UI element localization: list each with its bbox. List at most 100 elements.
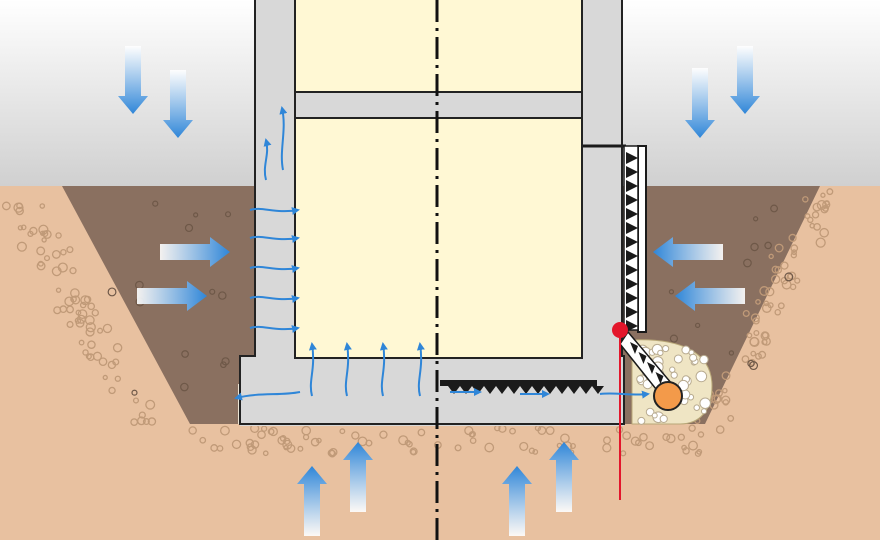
wall-left bbox=[255, 0, 295, 360]
gravel-stone bbox=[39, 203, 46, 209]
gravel-stone bbox=[622, 431, 632, 441]
membrane-dimple bbox=[626, 152, 638, 164]
water-pressure-arrow-icon bbox=[343, 442, 373, 512]
gravel-stone bbox=[768, 253, 774, 260]
gravel-stone bbox=[727, 414, 735, 422]
gravel-stone bbox=[645, 441, 655, 451]
water-pressure-arrow-icon bbox=[137, 281, 207, 311]
drain-stone bbox=[645, 407, 655, 417]
backfill-stone bbox=[224, 211, 232, 218]
capillary-moisture-arrow bbox=[308, 342, 317, 397]
gravel-stone bbox=[826, 188, 834, 196]
gravel-stone bbox=[398, 435, 409, 446]
capillary-moisture-arrow bbox=[249, 325, 300, 333]
backfill-stone bbox=[131, 389, 138, 396]
gravel-stone bbox=[749, 336, 759, 347]
membrane-dimple bbox=[626, 292, 638, 304]
gravel-stone bbox=[339, 428, 346, 435]
gravel-stone bbox=[257, 430, 266, 440]
backfill-stone bbox=[221, 357, 230, 366]
gravel-stone bbox=[87, 302, 96, 311]
gravel-stone bbox=[406, 440, 413, 448]
gravel-stone bbox=[87, 340, 96, 349]
gravel-stone bbox=[98, 357, 108, 367]
gravel-stone bbox=[721, 371, 731, 381]
membrane-dimple bbox=[626, 236, 638, 248]
drain-stone bbox=[689, 353, 698, 362]
gravel-stone bbox=[777, 302, 785, 310]
gravel-stone bbox=[741, 355, 750, 363]
gravel-stone bbox=[1, 201, 11, 211]
membrane-dimple bbox=[532, 386, 544, 394]
drain-stone bbox=[695, 370, 708, 383]
gravel-stone bbox=[53, 306, 62, 315]
gravel-stone bbox=[136, 416, 146, 426]
gravel-stone bbox=[812, 202, 822, 212]
membrane-dimple bbox=[592, 386, 604, 394]
gravel-envelope bbox=[1, 188, 834, 458]
gravel-stone bbox=[36, 246, 46, 256]
gravel-stone bbox=[41, 237, 47, 243]
water-pressure-arrow-icon bbox=[549, 442, 579, 512]
gravel-stone bbox=[379, 430, 388, 439]
water-pressure-arrow-icon bbox=[730, 46, 760, 114]
gravel-stone bbox=[60, 248, 67, 256]
gravel-stone bbox=[142, 418, 150, 426]
gravel-stone bbox=[66, 320, 74, 328]
drain-stone bbox=[699, 354, 709, 365]
gravel-stone bbox=[528, 447, 536, 454]
gravel-stone bbox=[245, 438, 255, 448]
backfill-stone bbox=[747, 359, 755, 368]
gravel-stone bbox=[16, 241, 27, 252]
gravel-stone bbox=[282, 439, 293, 450]
membrane-dimple bbox=[484, 386, 496, 394]
gravel-stone bbox=[666, 433, 676, 444]
membrane-dimple bbox=[626, 306, 638, 318]
gravel-stone bbox=[231, 439, 242, 450]
gravel-stone bbox=[112, 343, 123, 353]
gravel-stone bbox=[102, 323, 113, 334]
membrane-dimple bbox=[448, 386, 460, 394]
drain-stone bbox=[636, 375, 645, 383]
backfill-stone bbox=[764, 241, 772, 250]
drain-pipe-icon bbox=[653, 381, 683, 411]
gravel-stone bbox=[327, 449, 336, 457]
gravel-stone bbox=[145, 399, 156, 410]
gravel-stone bbox=[210, 444, 219, 452]
water-pressure-arrow-icon bbox=[675, 281, 745, 311]
gravel-stone bbox=[262, 450, 269, 457]
gravel-stone bbox=[357, 436, 368, 447]
gravel-stone bbox=[29, 226, 38, 236]
gravel-stone bbox=[791, 249, 798, 256]
gravel-stone bbox=[804, 213, 811, 220]
capillary-moisture-arrow bbox=[249, 207, 300, 215]
gravel-stone bbox=[750, 350, 757, 357]
gravel-stone bbox=[822, 204, 830, 212]
gravel-stone bbox=[688, 424, 696, 432]
gravel-stone bbox=[545, 426, 555, 436]
dimpled-membrane-wall bbox=[623, 145, 639, 332]
gravel-stone bbox=[758, 350, 767, 359]
membrane-floor-strip bbox=[440, 380, 597, 386]
gravel-stone bbox=[78, 339, 85, 346]
drain-stone bbox=[699, 397, 711, 409]
membrane-dimple bbox=[568, 386, 580, 394]
backfill-stone bbox=[784, 272, 794, 282]
backfill-stone bbox=[209, 288, 216, 295]
gravel-stone bbox=[38, 224, 49, 235]
water-pressure-arrow-icon bbox=[502, 466, 532, 536]
gravel-stone bbox=[794, 277, 801, 284]
membrane-dimple bbox=[647, 362, 655, 374]
gravel-stone bbox=[755, 299, 761, 305]
gravel-stone bbox=[662, 433, 671, 442]
gravel-stone bbox=[697, 431, 705, 438]
capillary-moisture-arrow bbox=[249, 235, 300, 243]
gravel-stone bbox=[484, 442, 495, 453]
wall-right bbox=[582, 0, 622, 360]
gravel-stone bbox=[297, 445, 304, 452]
gravel-stone bbox=[759, 286, 770, 296]
water-pressure-arrow-icon bbox=[297, 466, 327, 536]
drain-stone bbox=[662, 344, 670, 353]
gravel-stone bbox=[753, 329, 760, 336]
gravel-stone bbox=[417, 428, 426, 437]
